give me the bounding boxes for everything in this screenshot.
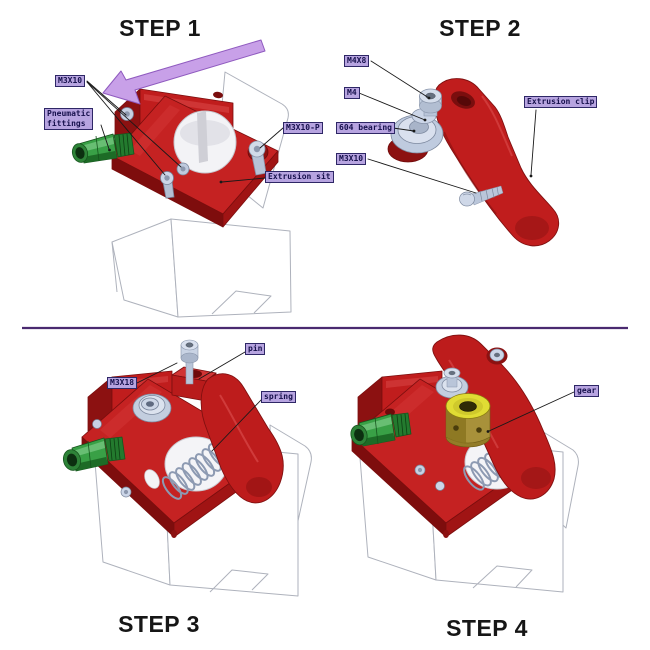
label-m3x10-step2: M3X10 [336,153,367,165]
step4-leader-lines [486,391,575,433]
label-extrusion-clip: Extrusion clip [524,96,598,108]
label-pneumatic-line2: fittings [47,119,86,128]
label-m3x10-step1: M3X10 [55,75,86,87]
m3x10-screws [120,107,190,199]
bearing-604-stack [387,88,444,163]
step1-illustration [71,39,292,318]
pneumatic-fitting-step4 [350,412,412,447]
pneumatic-fitting-step3 [62,436,126,472]
step1-leader-lines [86,80,284,184]
m3x10p-countersunk-screw [247,140,269,176]
washer-screw-step4 [435,367,469,399]
m3x10-clip-screw [459,185,504,207]
label-m4x8: M4X8 [344,55,370,67]
extrusion-clip-part [433,78,560,247]
step3-leader-lines [136,351,263,452]
plate-screws-step4 [414,464,445,491]
step4-illustration [350,334,579,593]
label-pneumatic-line1: Pneumatic [47,109,91,118]
label-m4: M4 [344,87,360,99]
pneumatic-fitting [71,132,135,164]
step2-leader-lines [358,60,537,194]
assembly-direction-arrow [102,39,266,105]
label-extrusion-sit: Extrusion sit [265,171,334,183]
label-spring: spring [261,391,296,403]
label-m3x10-p: M3X10-P [283,122,323,134]
m3x18-screw [180,339,199,385]
extruder-bore-hole [173,110,237,174]
step1-title: STEP 1 [119,15,201,41]
step2-illustration [358,60,560,247]
step4-title: STEP 4 [446,615,528,641]
lever-arm-step3 [200,373,284,504]
step2-title: STEP 2 [439,15,521,41]
step3-title: STEP 3 [118,611,200,637]
brass-gear [445,393,491,448]
idler-washer-stack [132,393,172,423]
step3-illustration [62,339,312,597]
label-gear: gear [574,385,600,397]
label-m3x18: M3X18 [107,377,138,389]
label-604-bearing: 604 bearing [336,122,395,134]
plate-screws-step3 [92,419,160,498]
label-pin: pin [245,343,266,355]
